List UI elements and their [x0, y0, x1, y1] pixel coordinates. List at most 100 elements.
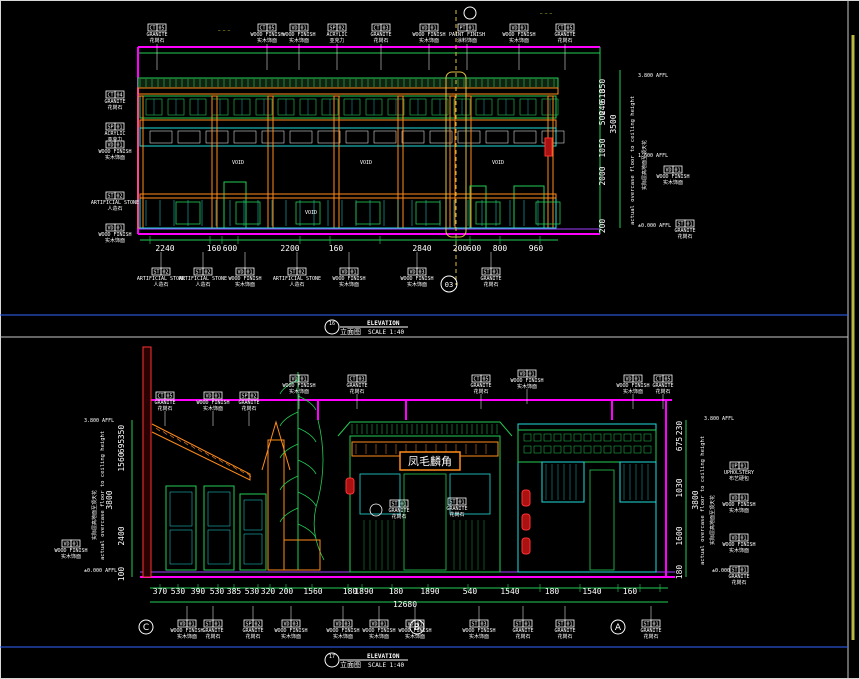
tag-box [186, 619, 197, 628]
wainscot-panel [175, 201, 201, 225]
handrail [139, 193, 557, 199]
annotation-mark: — — — [218, 28, 231, 33]
tag-material: ARTIFICIAL STONE [137, 276, 185, 282]
pergola-cell [623, 445, 632, 454]
tag-number: 02 [250, 394, 256, 400]
tag-material: GRANITE [446, 506, 467, 512]
tag-code: SP [241, 394, 247, 400]
tag-material-cn: 花岗石 [373, 37, 388, 44]
tag-box [336, 23, 347, 32]
tag-number: 01 [740, 568, 746, 574]
tag-box [70, 539, 81, 548]
vertical-note: actual overcase floor to ceiling height [630, 96, 636, 225]
tag-code: ST [471, 622, 477, 628]
tag-material-cn: 花岗石 [349, 388, 364, 395]
tag-material-cn: 花岗石 [731, 579, 746, 586]
tag-box [298, 374, 309, 383]
roof-tile [183, 441, 189, 446]
dimension-text-vertical: 610 [598, 89, 607, 104]
dimension-text: 800 [493, 244, 508, 253]
tag-code: CT [157, 394, 163, 400]
pergola-cell [573, 445, 582, 454]
tag-material: WOOD FINISH [54, 548, 87, 554]
tag-box [356, 374, 367, 383]
dimension-text: 2840 [412, 244, 431, 253]
tag-material-cn: 实木饰面 [663, 179, 683, 186]
tag-box [518, 23, 529, 32]
drawing-scale: SCALE 1:40 [368, 329, 405, 336]
dimension-text: 2200 [280, 244, 299, 253]
tag-box [160, 267, 171, 276]
wainscot-band [139, 197, 557, 229]
tag-material: WOOD FINISH [98, 232, 131, 238]
tag-number: 03 [418, 270, 424, 276]
tag-number: 01 [116, 125, 122, 131]
planter [283, 539, 321, 571]
tag-number: 01 [400, 502, 406, 508]
tag-material: WOOD FINISH [462, 628, 495, 634]
level-label: ±0.000 AFFL [84, 568, 117, 574]
tag-box [266, 23, 277, 32]
tag-code: VD [407, 622, 413, 628]
tag-number: 03 [292, 622, 298, 628]
tag-material: GRANITE [238, 400, 259, 406]
tag-material-cn: 实木饰面 [235, 281, 255, 288]
tag-box [114, 122, 125, 131]
frieze-panel [289, 130, 313, 144]
pergola-cell [553, 445, 562, 454]
tag-number: 02 [298, 270, 304, 276]
tag-code: SP [245, 622, 251, 628]
tag-material: WOOD FINISH [400, 276, 433, 282]
tag-material-cn: 花岗石 [107, 104, 122, 111]
tag-material-cn: 花岗石 [473, 388, 488, 395]
tag-box [414, 619, 425, 628]
tag-number: 01 [116, 143, 122, 149]
door-inset [207, 491, 231, 527]
tag-box [662, 374, 673, 383]
tag-number: 01 [740, 464, 746, 470]
window-panel [449, 473, 491, 515]
tag-number: 01 [246, 270, 252, 276]
pergola-cell [633, 433, 642, 442]
tag-material-cn: 花岗石 [157, 405, 172, 412]
gate-tower [267, 439, 285, 571]
tag-material-cn: 实木饰面 [257, 37, 277, 44]
tag-material-cn: 人造石 [107, 205, 122, 212]
pergola-cell [583, 433, 592, 442]
tag-material-cn: 实木饰面 [61, 553, 81, 560]
tag-number: 05 [482, 377, 488, 383]
tag-box [114, 191, 125, 200]
tag-number: 01 [300, 26, 306, 32]
tag-material: WOOD FINISH [398, 628, 431, 634]
plant-leaf [279, 507, 299, 523]
tag-number: 04 [116, 93, 122, 99]
vertical-note-cn: 实际层高地面至顶天花 [91, 490, 98, 540]
tag-box [380, 23, 391, 32]
tag-box [212, 391, 223, 400]
tag-box [114, 140, 125, 149]
tag-code: VD [409, 270, 415, 276]
level-label: ±0.000 [712, 568, 730, 574]
frieze-panel [233, 130, 257, 144]
frieze-panel [485, 130, 509, 144]
column [397, 95, 404, 229]
dimension-text: 600 [223, 244, 238, 253]
tag-number: 02 [338, 26, 344, 32]
pergola-cell [523, 433, 532, 442]
tag-code: PT [459, 26, 465, 32]
level-label: 3.800 AFFL [638, 73, 668, 79]
roof-tile [211, 455, 217, 460]
tag-number: 02 [162, 270, 168, 276]
tag-code: VD [665, 168, 671, 174]
dimension-text: 530 [245, 587, 260, 596]
